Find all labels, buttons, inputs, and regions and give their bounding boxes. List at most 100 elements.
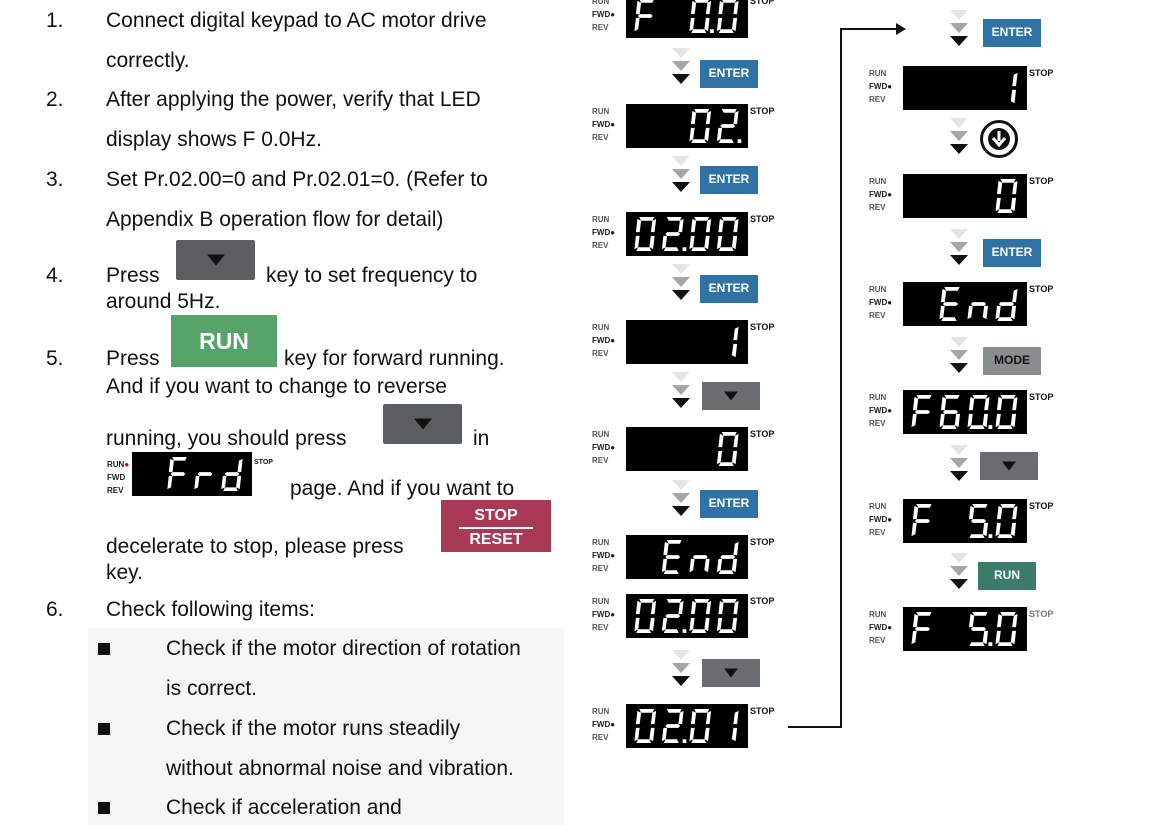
led-display bbox=[626, 427, 748, 471]
led-segment bbox=[731, 727, 738, 742]
led-segment bbox=[968, 396, 975, 411]
down-arrow-icon bbox=[206, 254, 225, 266]
led-segment bbox=[666, 599, 682, 603]
led-segment bbox=[661, 235, 668, 250]
led-segment bbox=[996, 505, 1003, 520]
check-text: Check if acceleration and bbox=[166, 796, 402, 819]
led-segment bbox=[731, 343, 738, 358]
led-segment bbox=[718, 29, 734, 33]
flow-arrow-icon bbox=[672, 48, 690, 58]
run-key-image: RUN bbox=[171, 315, 277, 367]
step-text: page. And if you want to bbox=[290, 477, 515, 500]
led-segment bbox=[718, 139, 734, 143]
led-segment bbox=[649, 617, 655, 632]
led-segment bbox=[716, 617, 723, 632]
step-text: Set Pr.02.00=0 and Pr.02.01=0. (Refer to bbox=[106, 168, 488, 191]
led-segment bbox=[639, 217, 655, 221]
led-segment bbox=[689, 235, 695, 250]
led-segment bbox=[911, 413, 917, 428]
led-segment bbox=[689, 617, 695, 632]
led-segment bbox=[650, 218, 657, 233]
led-segment bbox=[716, 17, 723, 32]
flow-arrow-icon bbox=[950, 144, 968, 154]
led-segment bbox=[995, 305, 1001, 320]
divider bbox=[459, 527, 533, 529]
flow-arrow-icon bbox=[950, 471, 968, 481]
led-segment bbox=[998, 302, 1015, 306]
flow-arrow-icon bbox=[950, 445, 968, 455]
led-segment bbox=[694, 709, 710, 713]
led-display bbox=[903, 607, 1027, 651]
step-text: key to set frequency to bbox=[266, 264, 478, 287]
led-segment bbox=[1010, 413, 1017, 428]
stop-indicator: STOP bbox=[750, 429, 775, 439]
led-segment bbox=[914, 519, 931, 523]
bullet-icon bbox=[98, 643, 110, 655]
led-segment bbox=[691, 629, 707, 633]
led-segment bbox=[649, 727, 655, 742]
checklist-background bbox=[88, 628, 564, 825]
flow-arrow-icon bbox=[950, 36, 968, 46]
led-segment bbox=[944, 287, 960, 291]
flow-arrow-icon bbox=[950, 579, 968, 589]
led-segment bbox=[694, 0, 709, 3]
led-segment bbox=[678, 710, 684, 725]
led-display bbox=[626, 104, 748, 148]
led-segment bbox=[172, 457, 187, 461]
led-segment bbox=[995, 522, 1001, 537]
stop-indicator: STOP bbox=[1029, 609, 1054, 619]
stop-indicator: STOP bbox=[750, 706, 775, 716]
led-segment bbox=[718, 462, 734, 466]
led-segment bbox=[1000, 612, 1016, 616]
led-segment bbox=[663, 541, 669, 556]
flow-arrow-icon bbox=[672, 663, 690, 673]
down-key bbox=[702, 659, 760, 687]
down-key-image bbox=[383, 404, 462, 444]
led-segment bbox=[665, 555, 681, 559]
led-dot bbox=[682, 247, 687, 251]
led-segment bbox=[954, 413, 961, 428]
led-segment bbox=[236, 475, 242, 490]
led-segment bbox=[970, 519, 987, 523]
led-segment bbox=[916, 504, 932, 508]
led-segment bbox=[972, 612, 988, 616]
led-segment bbox=[665, 614, 681, 618]
led-segment bbox=[1012, 505, 1018, 520]
enter-key: ENTER bbox=[700, 490, 758, 518]
led-segment bbox=[731, 235, 738, 250]
flow-arrow-icon bbox=[950, 458, 968, 468]
led-segment bbox=[1010, 522, 1017, 537]
down-key bbox=[702, 382, 760, 410]
led-segment bbox=[912, 505, 919, 520]
led-display bbox=[903, 282, 1027, 326]
step-number: 2. bbox=[46, 88, 64, 111]
stop-indicator: STOP bbox=[750, 596, 775, 606]
connector-line bbox=[788, 726, 842, 728]
led-segment bbox=[941, 317, 957, 321]
led-dot bbox=[710, 29, 714, 33]
led-segment bbox=[666, 540, 682, 544]
flow-arrow-icon bbox=[672, 264, 690, 274]
led-segment bbox=[911, 522, 917, 537]
led-segment bbox=[716, 235, 723, 250]
led-segment bbox=[678, 218, 684, 233]
led-segment bbox=[639, 709, 655, 713]
led-dot bbox=[737, 139, 742, 143]
led-segment bbox=[942, 410, 959, 414]
led-segment bbox=[1012, 396, 1018, 411]
stop-indicator: STOP bbox=[1029, 501, 1054, 511]
led-dot bbox=[682, 739, 687, 743]
led-segment bbox=[995, 197, 1001, 212]
flow-arrow-icon bbox=[672, 74, 690, 84]
led-segment bbox=[1010, 89, 1017, 104]
run-key: RUN bbox=[978, 562, 1036, 590]
led-segment bbox=[733, 326, 739, 341]
led-segment bbox=[939, 305, 945, 320]
